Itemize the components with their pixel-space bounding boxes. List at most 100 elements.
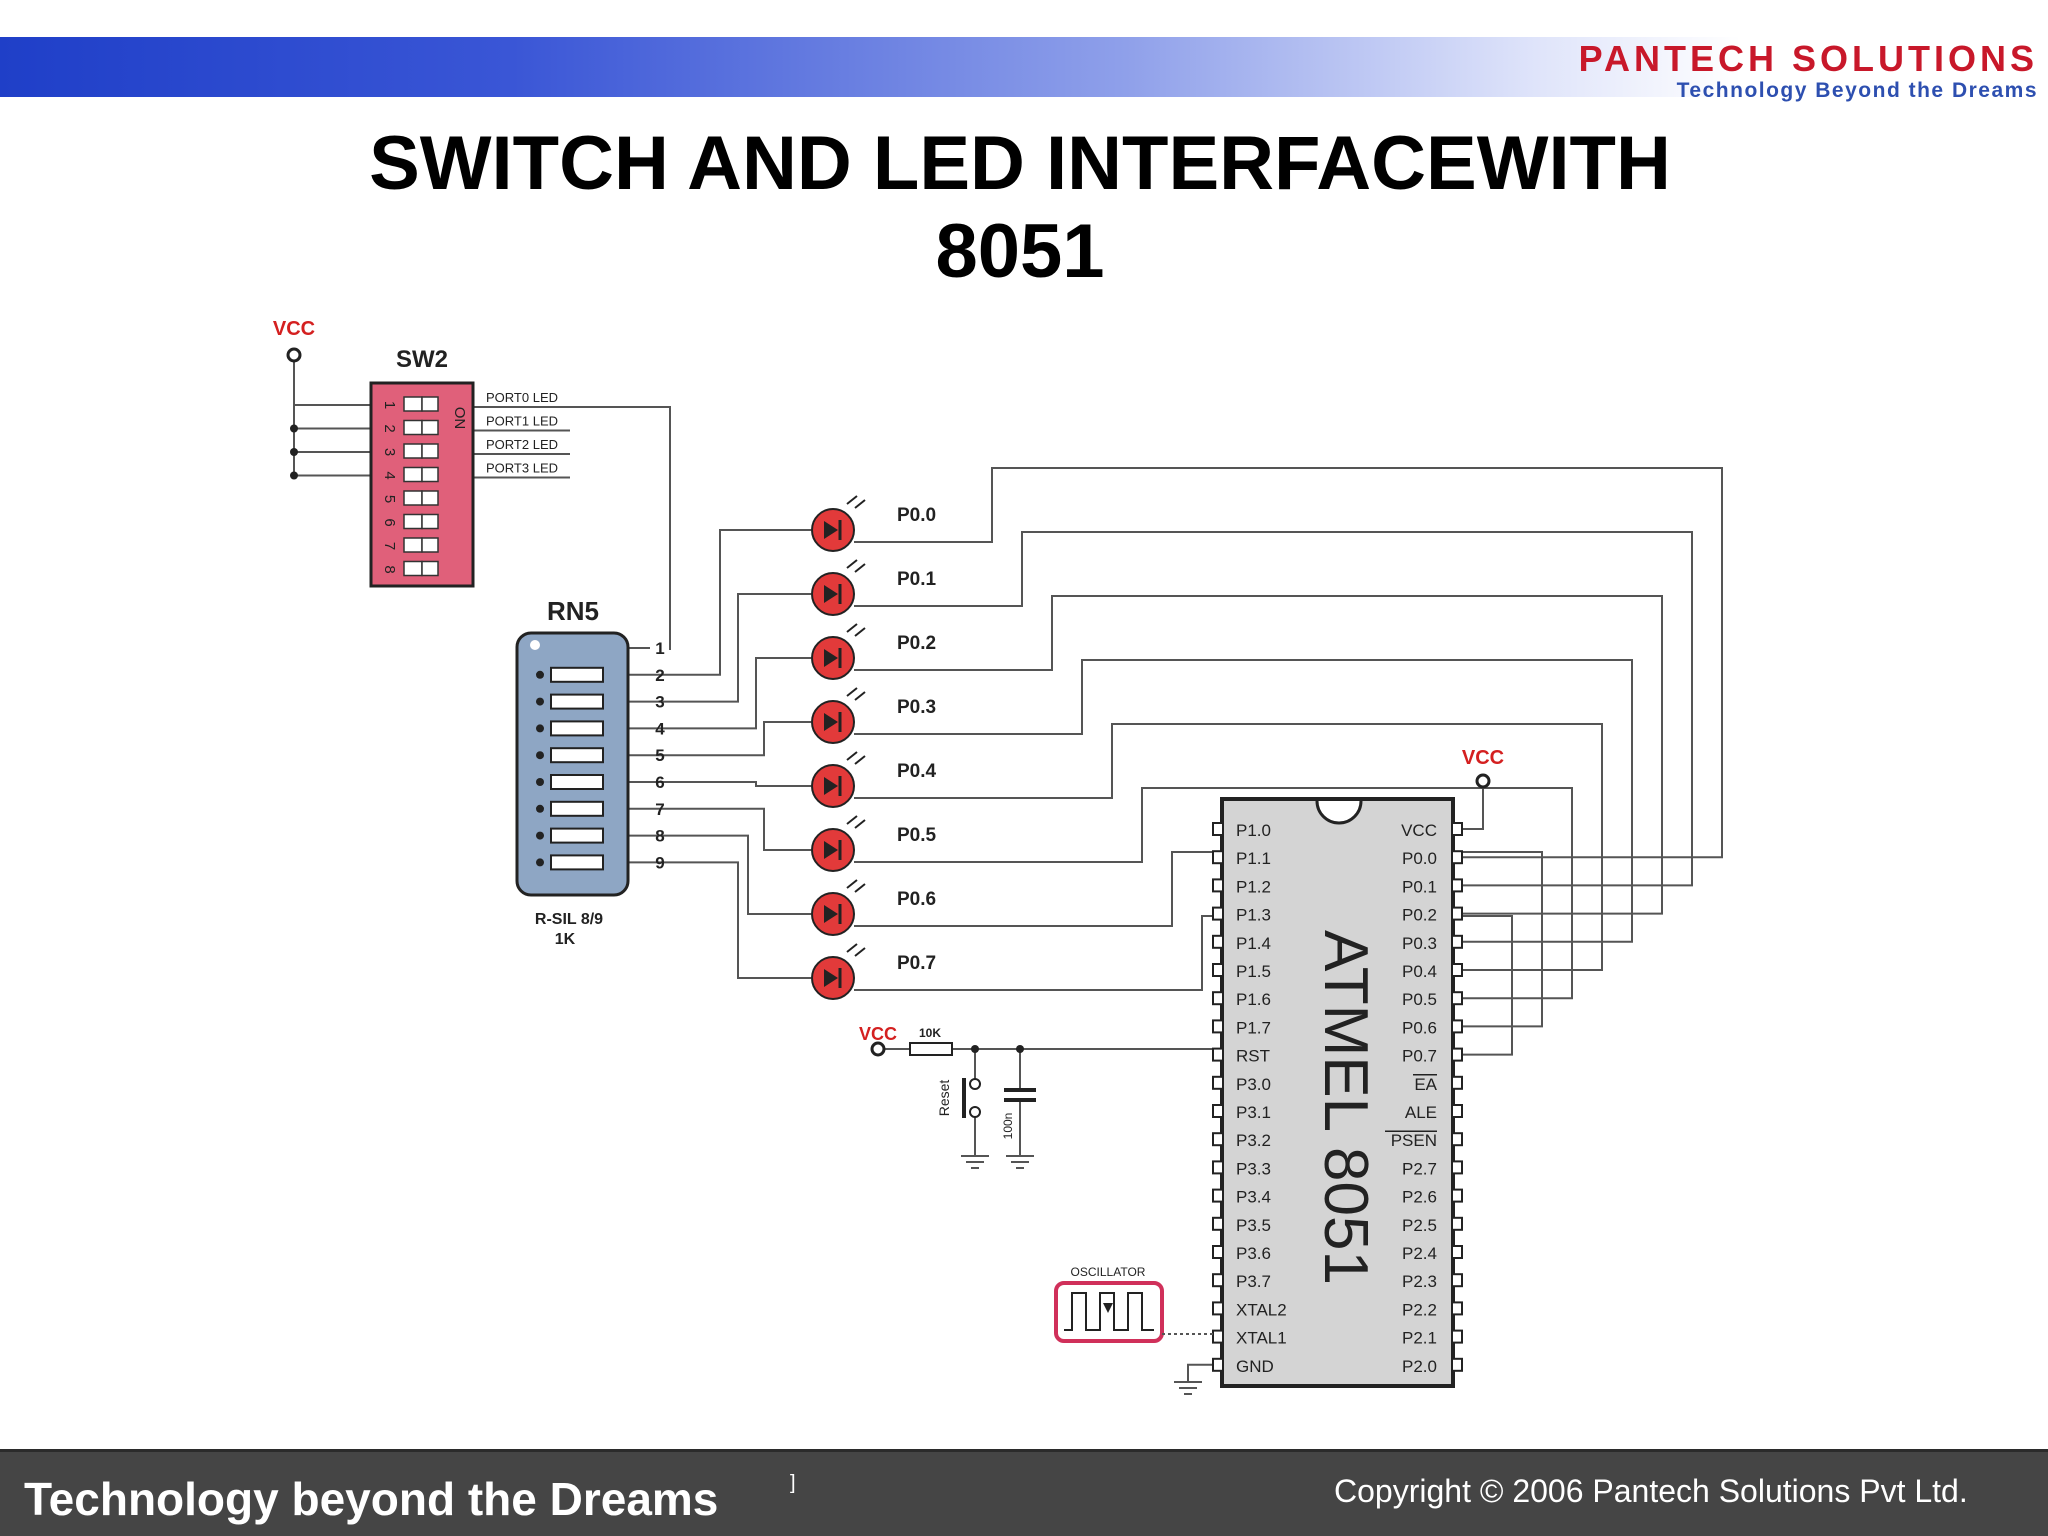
mcu-right-pin-label: P0.7 — [1402, 1047, 1437, 1066]
mcu-right-pin — [1451, 1047, 1463, 1062]
rn5-resistor — [550, 800, 604, 817]
mcu-right-pin — [1451, 1245, 1463, 1259]
sw2-switch-number: 2 — [381, 424, 398, 432]
mcu-left-pin — [1212, 1273, 1224, 1288]
sw2-switch — [403, 490, 423, 506]
junction-dot — [536, 697, 544, 706]
mcu-right-pin-label: P0.6 — [1402, 1018, 1437, 1037]
rn5-pin-number: 1 — [655, 639, 664, 658]
led-label: P0.4 — [897, 761, 937, 782]
sw2-to-rn5-wire — [570, 406, 671, 650]
mcu-left-pin — [1212, 1047, 1224, 1062]
rn5-pin-number: 6 — [655, 773, 664, 792]
mcu-vcc-terminal — [1475, 773, 1491, 789]
rn5-pin-number: 5 — [655, 746, 664, 765]
sw2-switch-number: 8 — [381, 565, 398, 573]
led-diode-icon — [824, 777, 838, 795]
mcu-right-pin — [1451, 822, 1463, 836]
mcu-left-pin-label: P1.0 — [1236, 821, 1271, 840]
mcu-right-pin-label: P0.2 — [1402, 906, 1437, 925]
rn5-pin1-mark — [530, 640, 540, 650]
led-emit-icon — [846, 751, 866, 765]
mcu-left-pin — [1212, 1245, 1224, 1259]
footer-copyright: Copyright © 2006 Pantech Solutions Pvt L… — [1334, 1473, 1968, 1509]
mcu-left-pin — [1212, 1188, 1224, 1203]
led-diode-icon — [824, 841, 838, 859]
junction-dot — [290, 448, 298, 456]
mcu-right-pin — [1451, 1132, 1463, 1147]
mcu-left-pin — [1212, 1329, 1224, 1344]
rn5-pin-number: 9 — [655, 853, 664, 872]
header-band — [0, 37, 2048, 97]
sw2-switch-number: 6 — [381, 518, 398, 526]
mcu-left-pin-label: GND — [1236, 1357, 1274, 1376]
mcu-right-pin-label: VCC — [1401, 821, 1437, 840]
mcu-right-pin — [1451, 1216, 1463, 1231]
p0-bus-wire — [854, 723, 1603, 971]
reset-switch-contact — [969, 1106, 981, 1118]
brand-name: PANTECH SOLUTIONS — [1578, 38, 2038, 79]
mcu-right-pin-label: P0.4 — [1402, 962, 1437, 981]
mcu-left-pin-label: P1.1 — [1236, 849, 1271, 868]
sw2-switch-number: 7 — [381, 542, 398, 550]
junction-dot — [1016, 1045, 1024, 1053]
rn5-type-label: R-SIL 8/9 — [535, 911, 603, 928]
slide-title-line2: 8051 — [935, 209, 1105, 294]
reset-resistor-label: 10K — [919, 1026, 941, 1040]
mcu-left-pin-label: P1.3 — [1236, 906, 1271, 925]
led-anode-wire — [650, 834, 811, 915]
mcu-right-pin-label: P2.7 — [1402, 1159, 1437, 1178]
mcu-left-pin-label: P3.0 — [1236, 1075, 1271, 1094]
sw2-switch — [421, 466, 439, 483]
rn5-resistor — [550, 854, 604, 871]
reset-switch-contact — [969, 1078, 981, 1090]
led-emit-icon — [846, 943, 866, 957]
mcu-right-pin — [1451, 1075, 1463, 1090]
junction-dot — [536, 670, 544, 679]
sw2-vcc-terminal — [286, 347, 302, 363]
mcu-left-pin-label: P1.6 — [1236, 990, 1271, 1009]
mcu-left-pin-label: XTAL2 — [1236, 1300, 1287, 1319]
sw2-switch-number: 3 — [381, 448, 398, 456]
led-emit-icon — [846, 559, 866, 573]
mcu-left-pin — [1212, 878, 1224, 893]
mcu-right-pin — [1451, 1273, 1463, 1288]
mcu-right-pin-label: P2.6 — [1402, 1188, 1437, 1207]
rn5-resistor — [550, 774, 604, 790]
rn5-pin-number: 7 — [655, 800, 664, 819]
rn5-pin-number: 4 — [655, 719, 665, 738]
junction-dot — [290, 471, 298, 480]
mcu-right-pin — [1451, 1357, 1463, 1372]
mcu-right-pin-label: PSEN — [1391, 1131, 1437, 1150]
led-emit-icon — [846, 623, 866, 637]
sw2-switch-number: 1 — [381, 401, 398, 409]
sw2-port-label: PORT0 LED — [486, 390, 558, 405]
footer-bar: Technology beyond the Dreams ] Copyright… — [0, 1449, 2048, 1536]
brand-logo: PANTECH SOLUTIONS Technology Beyond the … — [1558, 38, 2038, 102]
sw2-switch — [403, 443, 423, 459]
p0-bus-wire — [854, 531, 1693, 887]
mcu-right-pin — [1451, 906, 1463, 921]
mcu-left-pin-label: P1.7 — [1236, 1018, 1271, 1037]
led-anode-wire — [650, 781, 811, 787]
sw2-switch — [421, 396, 439, 412]
mcu-right-pin-label: EA — [1414, 1075, 1437, 1094]
mcu-left-pin — [1212, 850, 1224, 865]
led-diode-icon — [824, 905, 838, 923]
sw2-switch — [403, 419, 423, 436]
sw2-switch — [421, 513, 439, 530]
mcu-left-pin — [1212, 991, 1224, 1006]
led-diode-icon — [824, 649, 838, 667]
mcu-left-pin — [1212, 1160, 1224, 1175]
mcu-left-pin — [1212, 822, 1224, 836]
reset-switch-label: Reset — [936, 1080, 952, 1117]
mcu-right-pin — [1451, 1329, 1463, 1344]
p0-bus-wire — [854, 787, 1573, 1000]
sw2-port-label: PORT1 LED — [486, 414, 558, 429]
mcu-left-pin-label: P3.6 — [1236, 1244, 1271, 1263]
sw2-switch — [421, 560, 439, 577]
mcu-left-pin — [1212, 1216, 1224, 1231]
sw2-switch-number: 5 — [381, 495, 398, 503]
rn5-resistor — [550, 666, 604, 683]
